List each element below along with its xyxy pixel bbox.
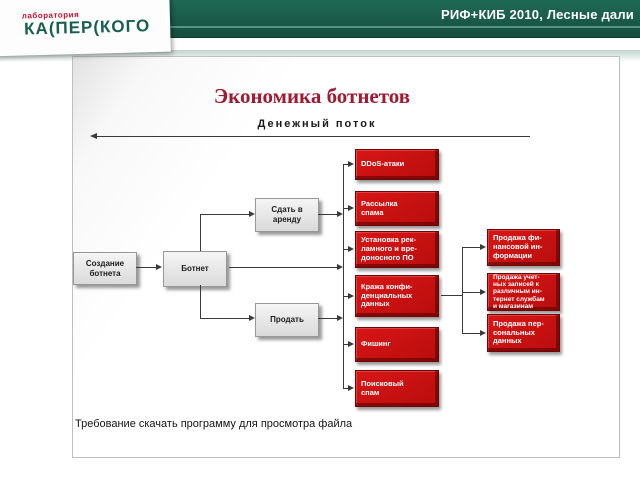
connector-line — [200, 214, 201, 251]
node-sell-account-credentials: Продажа учет- ных записей к различным ин… — [487, 273, 560, 311]
money-flow-line — [96, 136, 530, 137]
connector-line — [229, 267, 337, 268]
node-create-botnet: Создание ботнета — [73, 252, 137, 285]
connector-line — [343, 344, 348, 345]
connector-trunk — [343, 164, 344, 389]
connector-line — [343, 388, 348, 389]
money-flow-arrowhead-left — [90, 132, 97, 139]
connector-arrowhead — [480, 330, 486, 336]
conference-title: РИФ+КИБ 2010, Лесные дали — [440, 7, 634, 22]
connector-arrowhead — [337, 315, 343, 321]
connector-arrowhead — [348, 385, 354, 391]
node-adware-malware-install: Установка рек- ламного и вре- доносного … — [355, 231, 439, 268]
connector-arrowhead — [249, 315, 255, 321]
header-separator-line — [0, 26, 640, 28]
node-phishing: Фишинг — [355, 327, 439, 362]
connector-arrowhead — [348, 205, 354, 211]
connector-arrowhead — [249, 211, 255, 217]
connector-arrowhead — [337, 264, 343, 270]
node-ddos-attacks: DDoS-атаки — [355, 149, 439, 180]
node-confidential-data-theft: Кража конфи- денциальных данных — [355, 275, 439, 317]
connector-arrowhead — [480, 289, 486, 295]
node-sell-personal-data: Продажа пер- сональных данных — [487, 314, 560, 352]
connector-line — [318, 318, 337, 319]
connector-line — [136, 267, 156, 268]
connector-line — [343, 208, 348, 209]
money-flow-label: Денежный поток — [257, 118, 377, 130]
connector-line — [343, 296, 348, 297]
connector-line — [462, 247, 480, 248]
connector-line — [462, 333, 480, 334]
connector-arrowhead — [348, 293, 354, 299]
node-rent-out: Сдать в аренду — [255, 198, 319, 232]
slide-title: Экономика ботнетов — [213, 84, 411, 108]
connector-line — [200, 214, 249, 215]
node-sell: Продать — [255, 303, 319, 337]
connector-arrowhead — [480, 244, 486, 250]
connector-line — [343, 164, 348, 165]
connector-line — [200, 285, 201, 319]
node-search-spam: Поисковый спам — [355, 370, 439, 407]
logo-wordmark: КА(ПЕР(КОГО — [23, 16, 151, 39]
connector-arrowhead — [337, 211, 343, 217]
node-botnet: Ботнет — [163, 251, 227, 287]
connector-line — [441, 295, 462, 296]
connector-branch — [462, 247, 463, 333]
slide-caption: Требование скачать программу для просмот… — [75, 418, 353, 430]
connector-line — [200, 318, 249, 319]
connector-line — [318, 214, 337, 215]
connector-line — [462, 292, 480, 293]
connector-arrowhead — [156, 264, 162, 270]
kaspersky-logo: лаборатория КА(ПЕР(КОГО — [0, 0, 171, 57]
connector-arrowhead — [348, 341, 354, 347]
connector-arrowhead — [348, 246, 354, 252]
connector-line — [343, 249, 348, 250]
node-sell-financial-info: Продажа фи- нансовой ин- формации — [487, 229, 560, 266]
connector-arrowhead — [348, 161, 354, 167]
node-spam-mailing: Рассылка спама — [355, 191, 439, 226]
